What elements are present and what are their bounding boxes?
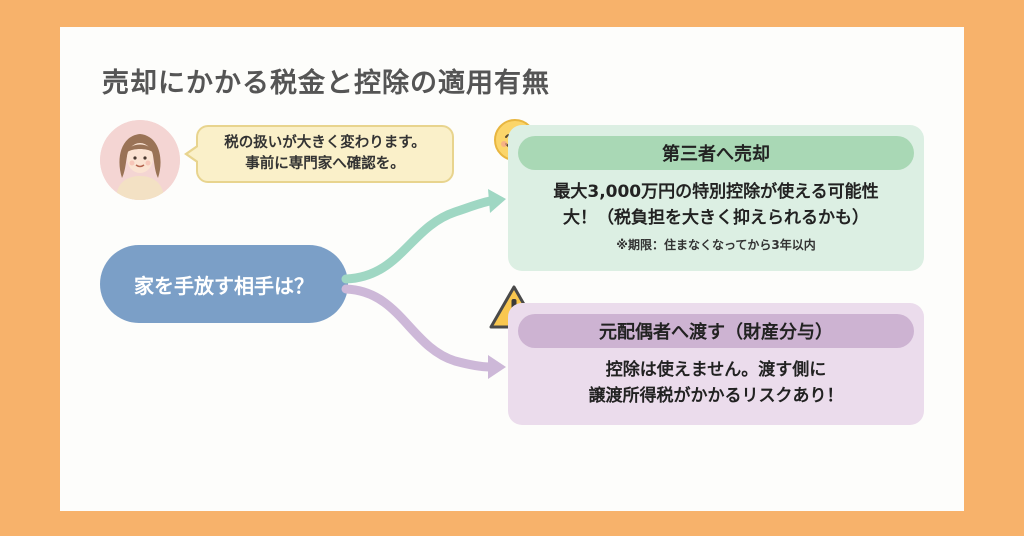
arrow-head-ex-spouse bbox=[488, 355, 506, 379]
ex-spouse-body-line-1: 控除は使えません。渡す側に bbox=[605, 360, 827, 380]
ex-spouse-body-line-2: 譲渡所得税がかかるリスクあり！ bbox=[588, 386, 844, 406]
third-party-body-line-1: 最大3,000万円の特別控除が使える可能性 bbox=[553, 182, 879, 202]
advice-line-1: 税の扱いが大きく変わります。 bbox=[224, 135, 426, 151]
arrow-to-third-party bbox=[341, 196, 495, 284]
advisor-avatar bbox=[100, 120, 180, 200]
ex-spouse-transfer-body: 控除は使えません。渡す側に 譲渡所得税がかかるリスクあり！ bbox=[508, 357, 924, 409]
arrow-to-ex-spouse bbox=[341, 284, 495, 372]
branch-arrows bbox=[341, 189, 506, 379]
deadline-note: ※期限：住まなくなってから3年以内 bbox=[616, 238, 816, 252]
third-party-sale-header: 第三者へ売却 bbox=[518, 136, 914, 170]
advice-line-2: 事前に専門家へ確認を。 bbox=[245, 156, 405, 172]
ex-spouse-transfer-panel: 元配偶者へ渡す（財産分与） 控除は使えません。渡す側に 譲渡所得税がかかるリスク… bbox=[508, 303, 924, 425]
speech-bubble-tail-fill bbox=[188, 147, 198, 161]
infographic-card: 売却にかかる税金と控除の適用有無 税の扱いが大きく変わります。 事前に専門家へ確… bbox=[60, 27, 964, 511]
advice-speech-bubble: 税の扱いが大きく変わります。 事前に専門家へ確認を。 bbox=[196, 125, 454, 183]
arrow-head-third-party bbox=[488, 189, 506, 213]
ex-spouse-transfer-header: 元配偶者へ渡す（財産分与） bbox=[518, 314, 914, 348]
third-party-body-line-2: 大！（税負担を大きく抑えられるかも） bbox=[563, 208, 869, 228]
page-title: 売却にかかる税金と控除の適用有無 bbox=[102, 68, 550, 99]
question-node: 家を手放す相手は？ bbox=[100, 245, 348, 323]
third-party-sale-body: 最大3,000万円の特別控除が使える可能性 大！（税負担を大きく抑えられるかも） bbox=[508, 179, 924, 231]
third-party-sale-panel: 第三者へ売却 最大3,000万円の特別控除が使える可能性 大！（税負担を大きく抑… bbox=[508, 125, 924, 271]
woman-avatar-icon bbox=[100, 120, 180, 200]
